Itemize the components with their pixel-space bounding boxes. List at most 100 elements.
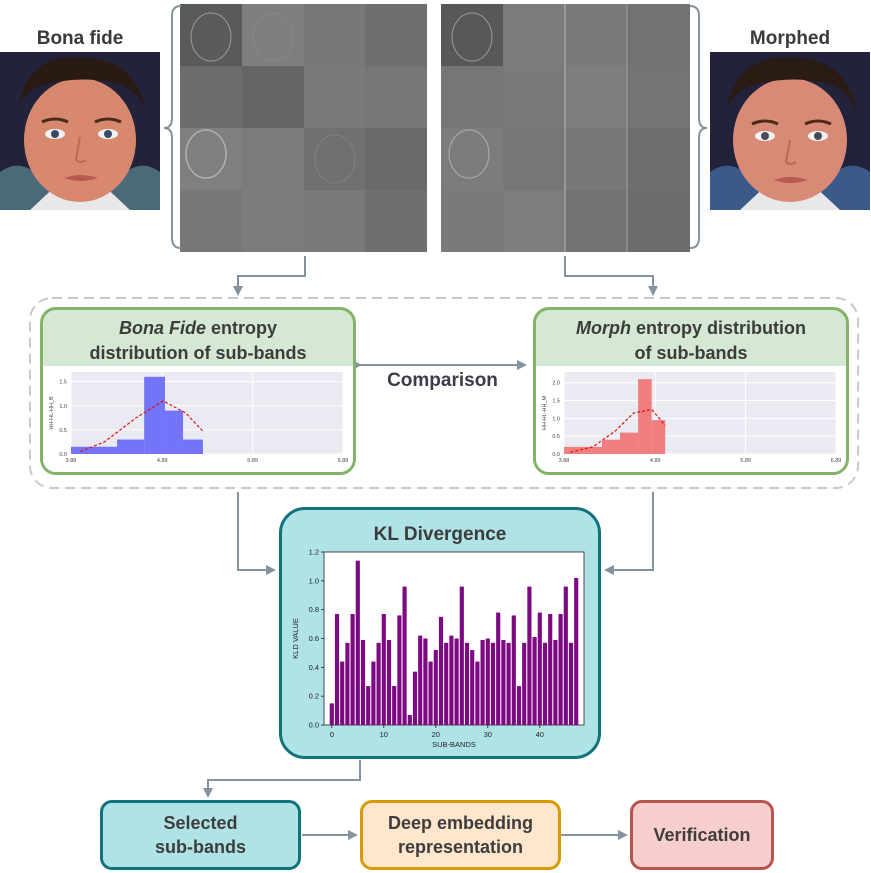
x-tick-label: 10 (380, 730, 388, 739)
x-tick-label: 3.88 (559, 458, 570, 464)
kld-bar (376, 642, 381, 725)
kld-bar (490, 642, 496, 725)
kld-bar (454, 638, 459, 725)
kld-bar (459, 586, 464, 725)
x-tick-label: 5.89 (247, 458, 258, 464)
histogram-bar (638, 379, 652, 454)
x-tick-label: 3.88 (66, 458, 77, 464)
right-brace (689, 5, 708, 249)
x-tick-label: 4.89 (157, 458, 168, 464)
histogram-bar (144, 376, 165, 454)
morphed-face-image (710, 52, 870, 210)
kld-bar (485, 638, 490, 725)
kld-bar (438, 616, 444, 725)
kld-bar (522, 642, 527, 725)
y-tick-label: 0.4 (309, 663, 319, 672)
morphed-label: Morphed (749, 28, 831, 49)
y-tick-label: 0.8 (309, 605, 319, 614)
kld-bar (428, 661, 433, 725)
bona-fide-panel-title: Bona Fide entropy distribution of sub-ba… (89, 318, 307, 363)
histogram-bar (583, 446, 602, 454)
kld-bar (334, 613, 340, 725)
histogram-bar (620, 432, 639, 454)
kld-bar (548, 613, 553, 725)
y-axis-label: KLD VALUE (291, 618, 300, 659)
kld-bar (568, 642, 574, 725)
kld-bar (449, 635, 454, 725)
kl-divergence-title: KL Divergence (373, 524, 507, 545)
density-curve (79, 400, 205, 453)
y-tick-label: 2.0 (552, 381, 560, 387)
kld-bar (553, 639, 558, 725)
kld-bar (464, 642, 470, 725)
x-tick-label: 0 (330, 730, 334, 739)
bona-fide-face-image (0, 52, 160, 210)
y-tick-label: 0.0 (59, 452, 67, 458)
kld-bar (381, 613, 386, 725)
bona-fide-subband-grid (180, 4, 427, 252)
plot-area (71, 372, 343, 454)
kld-bar (355, 560, 360, 725)
y-tick-label: 1.0 (309, 576, 319, 585)
x-tick-label: 4.89 (650, 458, 661, 464)
x-tick-label: 5.89 (740, 458, 751, 464)
kld-bar (516, 686, 522, 725)
histogram-bar (164, 410, 184, 454)
morphed-subband-grid (441, 4, 690, 252)
comparison-label: Comparison (387, 370, 498, 391)
entropy-group-outline (29, 297, 859, 489)
kld-bar (392, 686, 397, 725)
kld-bar (496, 612, 501, 725)
kld-bar (506, 642, 511, 725)
kld-bar (563, 586, 568, 725)
kld-bar (574, 577, 579, 725)
histogram-bar (651, 420, 666, 454)
kld-bar (345, 642, 350, 725)
kld-bar (423, 638, 428, 725)
histogram-bar (183, 439, 203, 454)
x-axis-label: SUB-BANDS (432, 740, 476, 749)
kld-bar (397, 615, 402, 725)
kld-bar (501, 639, 506, 725)
y-tick-label: 0.6 (309, 634, 319, 643)
y-tick-label: 1.2 (309, 548, 319, 557)
y-axis-label: HH-HL-HH_B (49, 396, 55, 430)
morph-panel-title: Morph entropy distribution of sub-bands (576, 318, 806, 363)
x-tick-label: 6.89 (338, 458, 349, 464)
kld-bar (480, 639, 485, 725)
kld-bar (412, 671, 418, 725)
x-tick-label: 40 (536, 730, 544, 739)
y-tick-label: 0.5 (59, 428, 67, 434)
kld-bar (433, 650, 438, 725)
y-tick-label: 1.5 (552, 399, 560, 405)
kld-bar (386, 639, 392, 725)
kld-bar (475, 661, 480, 725)
x-tick-label: 6.89 (831, 458, 842, 464)
y-tick-label: 0.0 (552, 452, 560, 458)
y-tick-label: 1.0 (59, 404, 67, 410)
y-tick-label: 0.2 (309, 692, 319, 701)
kld-bar (532, 637, 537, 725)
left-brace (163, 5, 182, 249)
bona-fide-label: Bona fide (36, 28, 124, 49)
kld-bar (418, 635, 423, 725)
kld-bar (527, 586, 532, 725)
histogram-bar (117, 439, 145, 454)
kld-bar (360, 639, 366, 725)
verification-node: Verification (630, 800, 774, 870)
kld-bar (340, 661, 345, 725)
y-tick-label: 0.0 (309, 721, 319, 730)
kld-bar (511, 615, 516, 725)
kld-bar (329, 703, 334, 725)
morph-entropy-panel: Morph entropy distribution of sub-bands … (533, 307, 849, 475)
kld-bar (407, 714, 412, 725)
kld-bar (371, 661, 376, 725)
x-tick-label: 30 (484, 730, 492, 739)
